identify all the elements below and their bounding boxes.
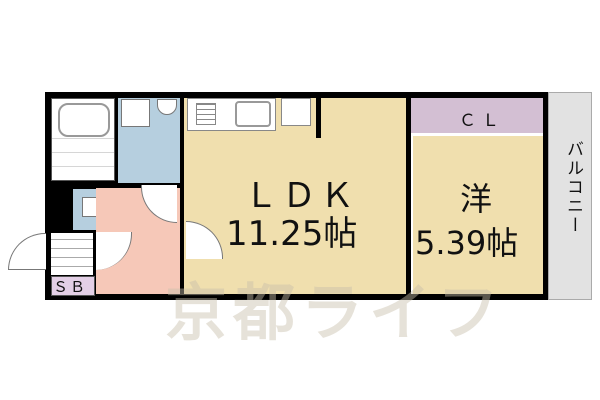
balcony <box>548 92 592 300</box>
ldk-size: 11.25帖 <box>226 214 358 254</box>
partition-wall <box>316 98 321 138</box>
genkan-tiles <box>51 233 93 275</box>
shoe-box <box>51 276 95 296</box>
closet-label: ＣＬ <box>459 111 505 131</box>
fridge-space <box>281 98 311 126</box>
western-size: 5.39帖 <box>415 224 519 262</box>
wash-basin-icon <box>157 99 177 115</box>
shower-floor <box>52 138 114 180</box>
shoe-box-label: ＳＢ <box>53 278 88 296</box>
sink-icon <box>235 101 271 127</box>
stove-icon <box>196 103 216 125</box>
washing-machine-icon <box>121 99 150 127</box>
western-label: 洋 <box>460 180 493 218</box>
ldk-label: ＬＤＫ <box>244 176 358 216</box>
balcony-label: バルコニー <box>563 140 583 235</box>
watermark: 京都ライフ <box>165 276 506 349</box>
bathtub-icon <box>58 103 110 137</box>
front-door-swing <box>8 233 46 270</box>
closet <box>411 98 543 136</box>
